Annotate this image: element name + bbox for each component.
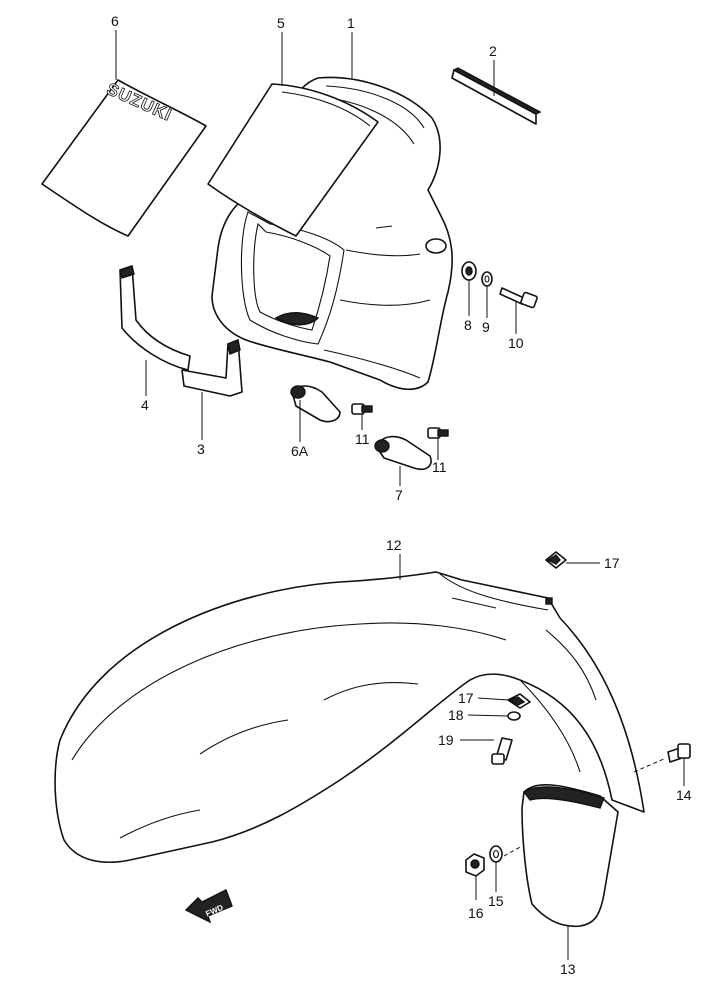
callout-12: 12 bbox=[386, 537, 402, 553]
callout-17-top: 17 bbox=[604, 555, 620, 571]
bolt-11b bbox=[427, 427, 449, 439]
leader-lines bbox=[115, 30, 685, 960]
washer-9 bbox=[481, 271, 493, 287]
forward-arrow-icon: FWD bbox=[184, 889, 233, 924]
callout-labels: 1 2 3 4 5 6 6A 7 8 9 10 11 11 12 13 14 1… bbox=[111, 13, 692, 977]
callout-11-right: 11 bbox=[432, 459, 447, 475]
lower-strip-right bbox=[181, 339, 243, 397]
callout-5: 5 bbox=[277, 15, 285, 31]
callout-16: 16 bbox=[468, 905, 484, 921]
nut-16 bbox=[465, 853, 485, 877]
washer-18 bbox=[507, 711, 521, 721]
visor-screen-edge bbox=[281, 91, 371, 127]
washer-8 bbox=[461, 261, 477, 281]
bolt-10 bbox=[499, 287, 538, 309]
visor-screen bbox=[207, 83, 379, 237]
washer-15 bbox=[489, 845, 503, 863]
callout-13: 13 bbox=[560, 961, 576, 977]
callout-10: 10 bbox=[508, 335, 524, 351]
trim-strip bbox=[451, 67, 542, 125]
callout-18: 18 bbox=[448, 707, 464, 723]
callout-17-mid: 17 bbox=[458, 690, 474, 706]
callout-6: 6 bbox=[111, 13, 119, 29]
bolt-14 bbox=[667, 743, 691, 763]
callout-11-left: 11 bbox=[355, 431, 370, 447]
clip-17-top bbox=[545, 551, 567, 569]
mud-flap bbox=[521, 783, 619, 928]
callout-14: 14 bbox=[676, 787, 692, 803]
lower-strip-left bbox=[119, 265, 191, 371]
callout-6a: 6A bbox=[291, 443, 309, 459]
clamp-6a bbox=[290, 385, 341, 423]
callout-19: 19 bbox=[438, 732, 454, 748]
callout-3: 3 bbox=[197, 441, 205, 457]
callout-7: 7 bbox=[395, 487, 403, 503]
callout-8: 8 bbox=[464, 317, 472, 333]
bolt-19 bbox=[491, 737, 513, 765]
callout-2: 2 bbox=[489, 43, 497, 59]
callout-4: 4 bbox=[141, 397, 149, 413]
bolt-11a bbox=[351, 403, 373, 415]
number-plate-decal: SUZUKI bbox=[41, 79, 207, 237]
callout-1: 1 bbox=[347, 15, 355, 31]
callout-15: 15 bbox=[488, 893, 504, 909]
front-fender bbox=[54, 571, 645, 863]
clip-17-mid bbox=[507, 693, 531, 709]
clamp-7 bbox=[374, 435, 432, 471]
callout-9: 9 bbox=[482, 319, 490, 335]
